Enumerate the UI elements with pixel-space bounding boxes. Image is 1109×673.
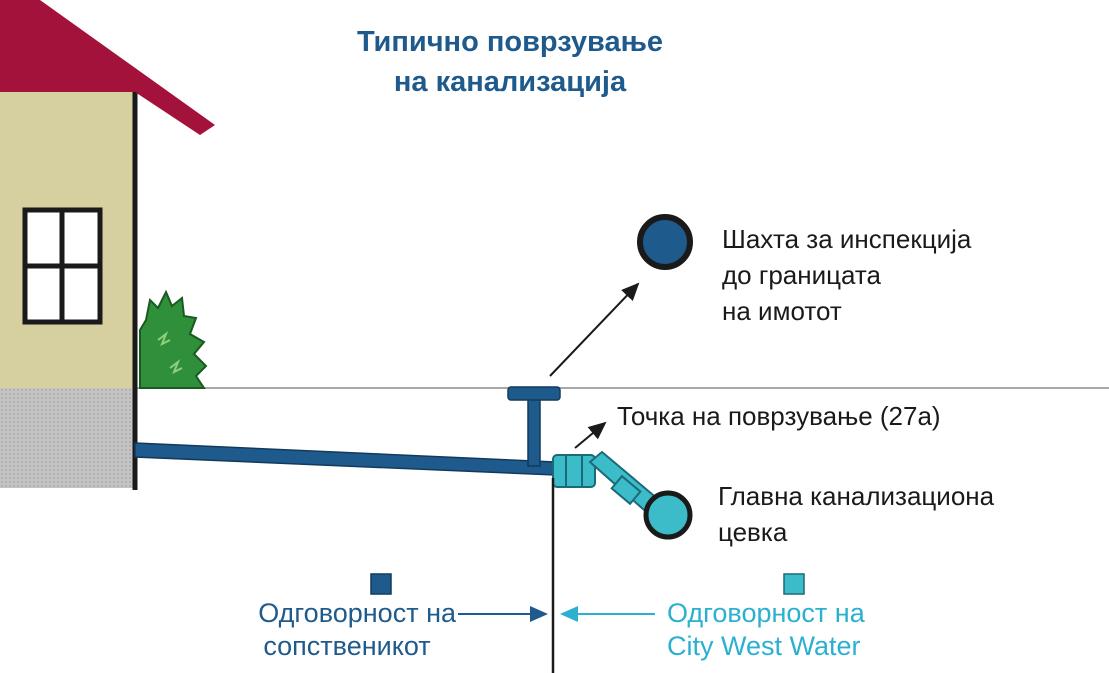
bush-icon xyxy=(139,289,208,389)
owner-legend-swatch xyxy=(370,573,392,595)
inspection-cap xyxy=(507,386,561,401)
page-title: Типично поврзување на канализација xyxy=(250,22,770,102)
arrow-icon xyxy=(574,421,607,449)
main-sewer-label-line: цевка xyxy=(718,517,788,547)
main-sewer-icon xyxy=(643,490,693,540)
inspection-shaft-label: Шахта за инспекција до границата на имот… xyxy=(722,221,971,329)
window-icon xyxy=(22,207,103,325)
inspection-shaft-icon xyxy=(637,214,693,270)
utility-pipe xyxy=(552,450,693,540)
utility-responsibility-line: City West Water xyxy=(667,631,861,661)
main-sewer-label-line: Главна канализациона xyxy=(718,481,995,511)
house xyxy=(0,0,215,490)
title-line-1: Типично поврзување xyxy=(356,26,664,58)
inspection-shaft-label-line: на имотот xyxy=(722,296,842,326)
utility-responsibility-label: Одговорност на City West Water xyxy=(667,597,865,663)
utility-legend-swatch xyxy=(783,573,805,595)
utility-responsibility-line: Одговорност на xyxy=(667,598,865,628)
main-sewer-label: Главна канализациона цевка xyxy=(718,478,994,550)
connection-point-label: Точка на поврзување (27а) xyxy=(617,401,941,431)
inspection-shaft-label-line: до границата xyxy=(722,260,881,290)
inspection-shaft-label-line: Шахта за инспекција xyxy=(722,224,972,254)
title-line-2: на канализација xyxy=(393,66,627,98)
arrow-icon xyxy=(549,282,640,377)
house-foundation xyxy=(0,388,135,488)
inspection-riser xyxy=(527,395,541,467)
roof-shape xyxy=(0,0,215,135)
owner-pipe xyxy=(134,442,556,476)
owner-responsibility-label: Одговорност на сопственикот xyxy=(208,597,456,663)
owner-responsibility-line: Одговорност на xyxy=(258,598,456,628)
owner-responsibility-line: сопственикот xyxy=(263,631,431,661)
